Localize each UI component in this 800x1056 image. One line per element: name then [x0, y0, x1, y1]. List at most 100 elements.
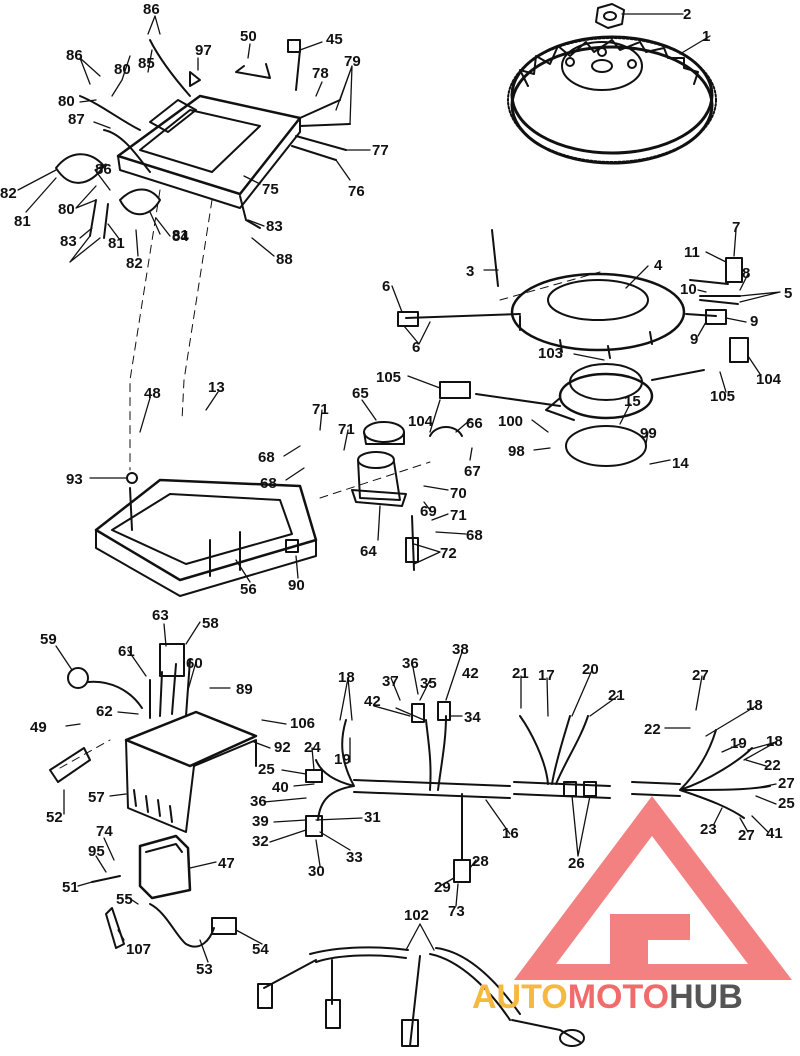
callout-label: 105 [710, 388, 735, 405]
callout-label: 38 [452, 641, 469, 658]
callout-label: 41 [766, 825, 783, 842]
callout-label: 39 [252, 813, 269, 830]
callout-label: 35 [420, 675, 437, 692]
ignition-coil-part [91, 834, 237, 949]
callout-label: 64 [360, 543, 377, 560]
callout-label: 1 [702, 28, 710, 45]
callout-label: 75 [262, 181, 279, 198]
callout-label: 13 [208, 379, 225, 396]
callout-label: 77 [372, 142, 389, 159]
callout-label: 6 [412, 339, 420, 356]
callout-label: 103 [538, 345, 563, 362]
callout-label: 45 [326, 31, 343, 48]
callout-label: 9 [690, 331, 698, 348]
callout-label: 105 [376, 369, 401, 386]
flywheel-part [507, 35, 717, 165]
callout-label: 27 [778, 775, 795, 792]
callout-label: 49 [30, 719, 47, 736]
callout-label: 54 [252, 941, 269, 958]
callout-label: 37 [382, 673, 399, 690]
callout-label: 86 [66, 47, 83, 64]
callout-label: 6 [382, 278, 390, 295]
callout-label: 65 [352, 385, 369, 402]
callout-label: 70 [450, 485, 467, 502]
callout-label: 93 [66, 471, 83, 488]
callout-label: 99 [640, 425, 657, 442]
leader-lines [17, 13, 781, 963]
callout-label: 56 [240, 581, 257, 598]
callout-label: 97 [195, 42, 212, 59]
dashed-assembly-lines [59, 189, 601, 769]
callout-label: 90 [288, 577, 305, 594]
callout-label: 80 [58, 93, 75, 110]
callout-label: 92 [274, 739, 291, 756]
callout-label: 73 [448, 903, 465, 920]
callout-label: 71 [312, 401, 329, 418]
callout-label: 81 [14, 213, 31, 230]
callout-label: 82 [0, 185, 17, 202]
wiring-harness-part [305, 701, 771, 883]
callout-label: 107 [126, 941, 151, 958]
callout-label: 82 [126, 255, 143, 272]
callout-label: 83 [60, 233, 77, 250]
callout-label: 72 [440, 545, 457, 562]
callout-label: 52 [46, 809, 63, 826]
starter-solenoid-part [351, 421, 463, 571]
stator-part [397, 229, 743, 359]
watermark-part-hub: HUB [669, 978, 743, 1016]
callout-label: 29 [434, 879, 451, 896]
callout-label: 57 [88, 789, 105, 806]
callout-label: 36 [402, 655, 419, 672]
callout-label: 25 [778, 795, 795, 812]
callout-label: 68 [260, 475, 277, 492]
callout-label: 80 [114, 61, 131, 78]
callout-label: 17 [538, 667, 555, 684]
timer-base-part [439, 337, 749, 421]
callout-label: 50 [240, 28, 257, 45]
callout-label: 80 [58, 201, 75, 218]
callout-label: 78 [312, 65, 329, 82]
callout-label: 81 [172, 227, 189, 244]
callout-label: 4 [654, 257, 663, 274]
callout-label: 84 [172, 228, 189, 245]
callout-label: 27 [692, 667, 709, 684]
callout-label: 15 [624, 393, 641, 410]
callout-label: 61 [118, 643, 135, 660]
callout-label: 83 [266, 218, 283, 235]
callout-label: 18 [746, 697, 763, 714]
callout-label: 22 [644, 721, 661, 738]
callout-label: 98 [508, 443, 525, 460]
callout-label: 69 [420, 503, 437, 520]
callout-label: 85 [138, 55, 155, 72]
electrical-bracket-part [94, 472, 318, 597]
callout-label: 71 [450, 507, 467, 524]
svg-text:AUTOMOTOHUB: AUTOMOTOHUB [472, 978, 743, 1016]
callout-label: 18 [338, 669, 355, 686]
callout-label: 19 [334, 751, 351, 768]
callout-label: 34 [464, 709, 481, 726]
callout-label: 62 [96, 703, 113, 720]
automotohub-watermark: AUTOMOTOHUB [472, 796, 792, 1016]
callout-label: 24 [304, 739, 321, 756]
callout-label: 32 [252, 833, 269, 850]
power-pack-part [55, 39, 351, 239]
watermark-part-moto: MOTO [568, 978, 669, 1016]
callout-label: 68 [466, 527, 483, 544]
callout-label: 11 [684, 244, 700, 261]
callout-label: 87 [68, 111, 85, 128]
callout-label: 19 [730, 735, 747, 752]
flywheel-nut-part [595, 3, 625, 29]
callout-label: 8 [742, 265, 750, 282]
callout-label: 18 [766, 733, 783, 750]
callout-label: 89 [236, 681, 253, 698]
callout-label: 59 [40, 631, 57, 648]
callout-label: 14 [672, 455, 689, 472]
callout-label: 55 [116, 891, 133, 908]
callout-label: 102 [404, 907, 429, 924]
callout-label: 20 [582, 661, 599, 678]
callout-label: 86 [143, 1, 160, 18]
callout-label: 86 [95, 161, 112, 178]
callout-label: 21 [608, 687, 625, 704]
rectifier-part [49, 643, 258, 833]
